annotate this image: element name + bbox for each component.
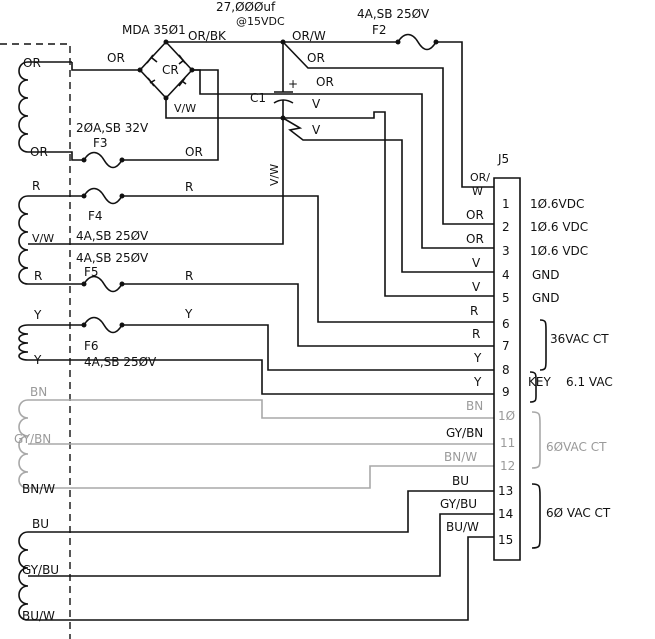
- pin-2-voltage: 1Ø.6 VDC: [530, 220, 588, 234]
- connector-label: J5: [497, 152, 509, 166]
- pin-10-wire: BN: [466, 399, 483, 413]
- pin-12-wire: BN/W: [444, 450, 477, 464]
- pin-8-num: 8: [502, 363, 510, 377]
- pin-8-wire: Y: [473, 351, 482, 365]
- wire-or-f3-right: OR: [185, 145, 203, 159]
- fuse-f5-rating: 4A,SB 25ØV: [76, 251, 149, 265]
- fuse-f4-rating: 4A,SB 25ØV: [76, 229, 149, 243]
- group-60vac-1: 6ØVAC CT: [546, 440, 607, 454]
- pin-12-num: 12: [500, 459, 515, 473]
- pin-14-wire: GY/BU: [440, 497, 477, 511]
- cap-plus: +: [288, 77, 298, 91]
- tx-y1: Y: [33, 308, 42, 322]
- tx-r1: R: [32, 179, 40, 193]
- pin-5-wire: V: [472, 280, 481, 294]
- tx-bn: BN: [30, 385, 47, 399]
- pin-6-wire: R: [470, 304, 478, 318]
- pin-9-num: 9: [502, 385, 510, 399]
- wiring-gray: [28, 399, 494, 489]
- fuse-f3-rating: 2ØA,SB 32V: [76, 121, 149, 135]
- fuse-f6-rating: 4A,SB 25ØV: [84, 355, 157, 369]
- tx-or-bottom: OR: [30, 145, 48, 159]
- cap-value-label: 27,ØØØuf: [216, 0, 276, 14]
- fuse-f4-ref: F4: [88, 209, 103, 223]
- pin-2-num: 2: [502, 220, 510, 234]
- wire-y-f6-right: Y: [184, 307, 193, 321]
- wiring: [28, 33, 494, 621]
- bridge-rectifier: CR: [137, 39, 195, 101]
- pin-1-wire-a: OR/: [470, 171, 490, 184]
- pin-11-num: 11: [500, 436, 515, 450]
- pin-9-wire: Y: [473, 375, 482, 389]
- pin-7-num: 7: [502, 339, 510, 353]
- cap-voltage-label: @15VDC: [236, 15, 285, 28]
- tx-bnw: BN/W: [22, 482, 55, 496]
- pin-3-wire: OR: [466, 232, 484, 246]
- pin-7-wire: R: [472, 327, 480, 341]
- wire-or-mid: OR: [316, 75, 334, 89]
- group-36vac: 36VAC CT: [550, 332, 609, 346]
- group-key: KEY: [528, 375, 551, 389]
- transformer-coils: [18, 61, 29, 621]
- pin-4-voltage: GND: [532, 268, 560, 282]
- wire-r-f4-right: R: [185, 180, 193, 194]
- coil-bn: [18, 399, 29, 489]
- pin-4-wire: V: [472, 256, 481, 270]
- wire-r-f5-right: R: [185, 269, 193, 283]
- wire-v-w-bridge: V/W: [174, 102, 196, 115]
- group-60vac-2: 6Ø VAC CT: [546, 506, 611, 520]
- wire-v-w-vertical: V/W: [268, 164, 281, 186]
- wire-or-w-top-label: OR/W: [292, 29, 326, 43]
- pin-10-num: 1Ø: [498, 409, 515, 423]
- pin-6-num: 6: [502, 317, 510, 331]
- pin-1-num: 1: [502, 197, 510, 211]
- tx-y2: Y: [33, 353, 42, 367]
- wire-or-bk-label: OR/BK: [188, 29, 227, 43]
- fuse-f6-ref: F6: [84, 339, 99, 353]
- fuse-f5-ref: F5: [84, 265, 99, 279]
- pin-15-num: 15: [498, 533, 513, 547]
- fuse-f3-ref: F3: [93, 136, 108, 150]
- wire-or-top-right: OR: [307, 51, 325, 65]
- tx-buw: BU/W: [22, 609, 55, 623]
- fuse-f2-ref: F2: [372, 23, 387, 37]
- group-brackets: [529, 319, 547, 549]
- transformer-outline: [0, 43, 71, 639]
- pin-14-num: 14: [498, 507, 513, 521]
- pin-3-voltage: 1Ø.6 VDC: [530, 244, 588, 258]
- fuse-f2-rating: 4A,SB 25ØV: [357, 7, 430, 21]
- cap-ref-label: C1: [250, 91, 266, 105]
- group-61vac: 6.1 VAC: [566, 375, 613, 389]
- pin-13-wire: BU: [452, 474, 469, 488]
- wire-v-mid2: V: [312, 123, 321, 137]
- pin-15-wire: BU/W: [446, 520, 479, 534]
- j5-connector[interactable]: [493, 177, 521, 561]
- coil-or: [18, 61, 29, 153]
- pin-rows: OR/ W 1 1Ø.6VDC OR 2 1Ø.6 VDC OR 3 1Ø.6 …: [440, 171, 588, 547]
- tx-or-top-inner: OR: [23, 56, 41, 70]
- pin-13-num: 13: [498, 484, 513, 498]
- pin-5-voltage: GND: [532, 291, 560, 305]
- pin-1-wire-b: W: [472, 185, 483, 198]
- pin-3-num: 3: [502, 244, 510, 258]
- pin-11-wire: GY/BN: [446, 426, 483, 440]
- pin-2-wire: OR: [466, 208, 484, 222]
- coil-r-vw: [18, 195, 29, 285]
- coil-bu: [18, 531, 29, 621]
- tx-vw: V/W: [32, 232, 54, 245]
- tx-gybn: GY/BN: [14, 432, 51, 446]
- wire-or-bridge-label: OR: [107, 51, 125, 65]
- pin-1-voltage: 1Ø.6VDC: [530, 197, 584, 211]
- tx-gybu: GY/BU: [22, 563, 59, 577]
- pin-4-num: 4: [502, 268, 510, 282]
- coil-y: [18, 324, 29, 361]
- bridge-label: MDA 35Ø1: [122, 23, 186, 37]
- tx-bu: BU: [32, 517, 49, 531]
- wire-v-mid1: V: [312, 97, 321, 111]
- tx-r2: R: [34, 269, 42, 283]
- pin-5-num: 5: [502, 291, 510, 305]
- bridge-ref-label: CR: [162, 63, 179, 77]
